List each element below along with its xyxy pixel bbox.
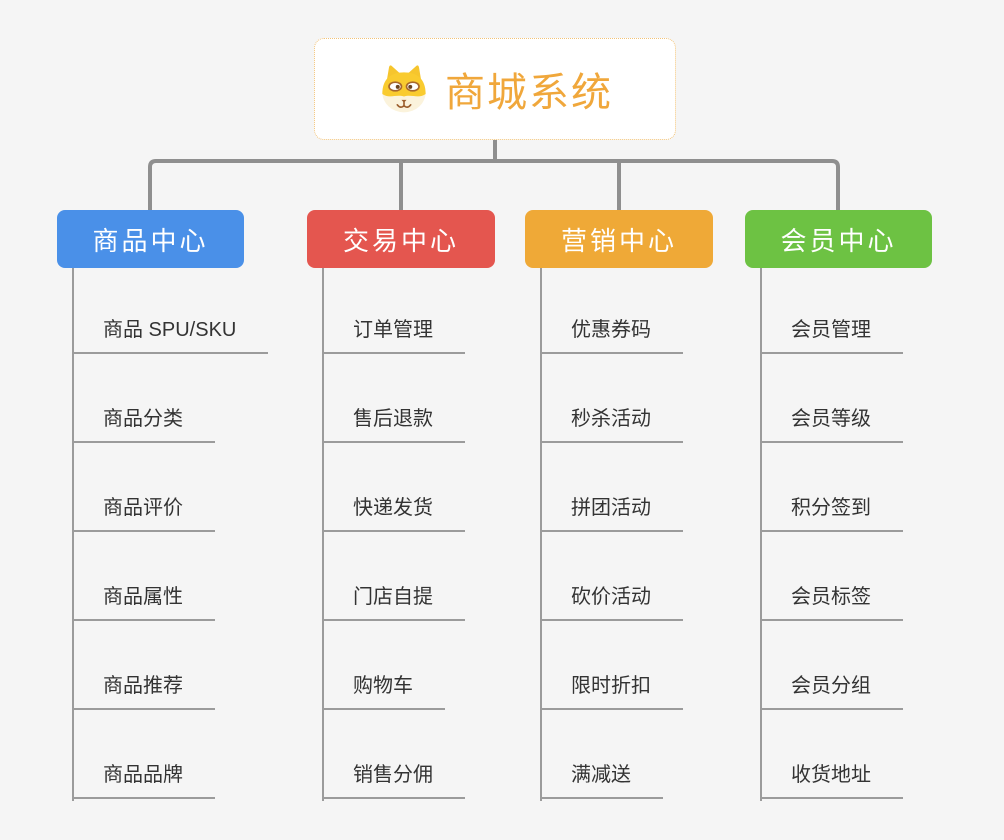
leaf-node[interactable]: 拼团活动 [541, 492, 683, 532]
branch-header-marketing-center[interactable]: 营销中心 [525, 210, 713, 268]
leaf-node[interactable]: 会员标签 [761, 581, 903, 621]
leaf-node[interactable]: 优惠券码 [541, 314, 683, 354]
leaf-node[interactable]: 商品评价 [73, 492, 215, 532]
root-title: 商城系统 [445, 71, 613, 115]
leaf-node[interactable]: 商品 SPU/SKU [73, 314, 269, 354]
dog-face-icon [382, 65, 426, 113]
branch-header-product-center[interactable]: 商品中心 [57, 210, 244, 268]
leaf-node[interactable]: 砍价活动 [541, 581, 683, 621]
leaf-node[interactable]: 限时折扣 [541, 670, 683, 710]
leaf-node[interactable]: 秒杀活动 [541, 403, 683, 443]
leaf-node[interactable]: 会员分组 [761, 670, 903, 710]
root-node[interactable]: 商城系统 [314, 38, 676, 140]
leaf-node[interactable]: 商品属性 [73, 581, 215, 621]
leaf-node[interactable]: 销售分佣 [323, 759, 465, 799]
leaf-node[interactable]: 商品分类 [73, 403, 215, 443]
branch-header-trade-center[interactable]: 交易中心 [307, 210, 495, 268]
leaf-node[interactable]: 订单管理 [323, 314, 465, 354]
leaf-node[interactable]: 购物车 [323, 670, 445, 710]
leaf-node[interactable]: 快递发货 [323, 492, 465, 532]
leaf-node[interactable]: 商品品牌 [73, 759, 215, 799]
leaf-node[interactable]: 会员等级 [761, 403, 903, 443]
branch-header-member-center[interactable]: 会员中心 [745, 210, 932, 268]
leaf-node[interactable]: 门店自提 [323, 581, 465, 621]
leaf-node[interactable]: 积分签到 [761, 492, 903, 532]
leaf-node[interactable]: 满减送 [541, 759, 663, 799]
leaf-node[interactable]: 收货地址 [761, 759, 903, 799]
leaf-node[interactable]: 商品推荐 [73, 670, 215, 710]
leaf-node[interactable]: 会员管理 [761, 314, 903, 354]
leaf-node[interactable]: 售后退款 [323, 403, 465, 443]
